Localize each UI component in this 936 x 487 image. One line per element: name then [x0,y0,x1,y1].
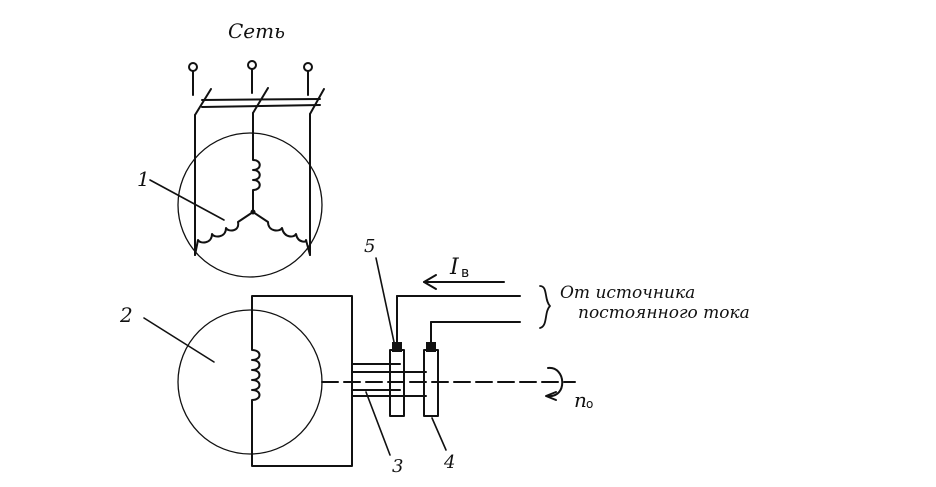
callout-2: 2 [119,303,133,327]
rotation-indicator: n o [545,366,593,412]
shaft [321,363,576,397]
callout-3: 3 [392,456,403,477]
rotation-arrow [547,366,564,398]
brushes [392,295,521,352]
terminal-c [303,62,313,72]
rotor-circle [177,309,323,455]
callout-5: 5 [364,236,375,257]
network-bus [194,87,325,256]
rotor-winding-loop [251,295,353,467]
stator-coil-c [252,211,311,256]
current-subscript: в [461,265,469,281]
callout-1: 1 [137,167,150,191]
source-brace [539,285,551,329]
current-label: I [449,255,460,280]
speed-label: n [574,388,587,412]
brush-1 [392,342,402,352]
stator [177,132,323,278]
speed-subscript: o [586,397,593,411]
terminal-a [188,62,198,72]
stator-coil-b [194,211,254,256]
callout-4: 4 [443,452,455,473]
stator-circle [177,132,323,278]
terminal-b [247,60,257,70]
current-arrow: I в [423,255,505,290]
network-label: Сеть [228,19,285,43]
source-line-2: постоянного тока [578,303,750,323]
stator-coil-a [252,149,261,213]
brush-2 [426,342,436,352]
source-line-1: От источника [560,283,695,303]
network-terminals [188,60,313,96]
star-point [250,209,256,215]
